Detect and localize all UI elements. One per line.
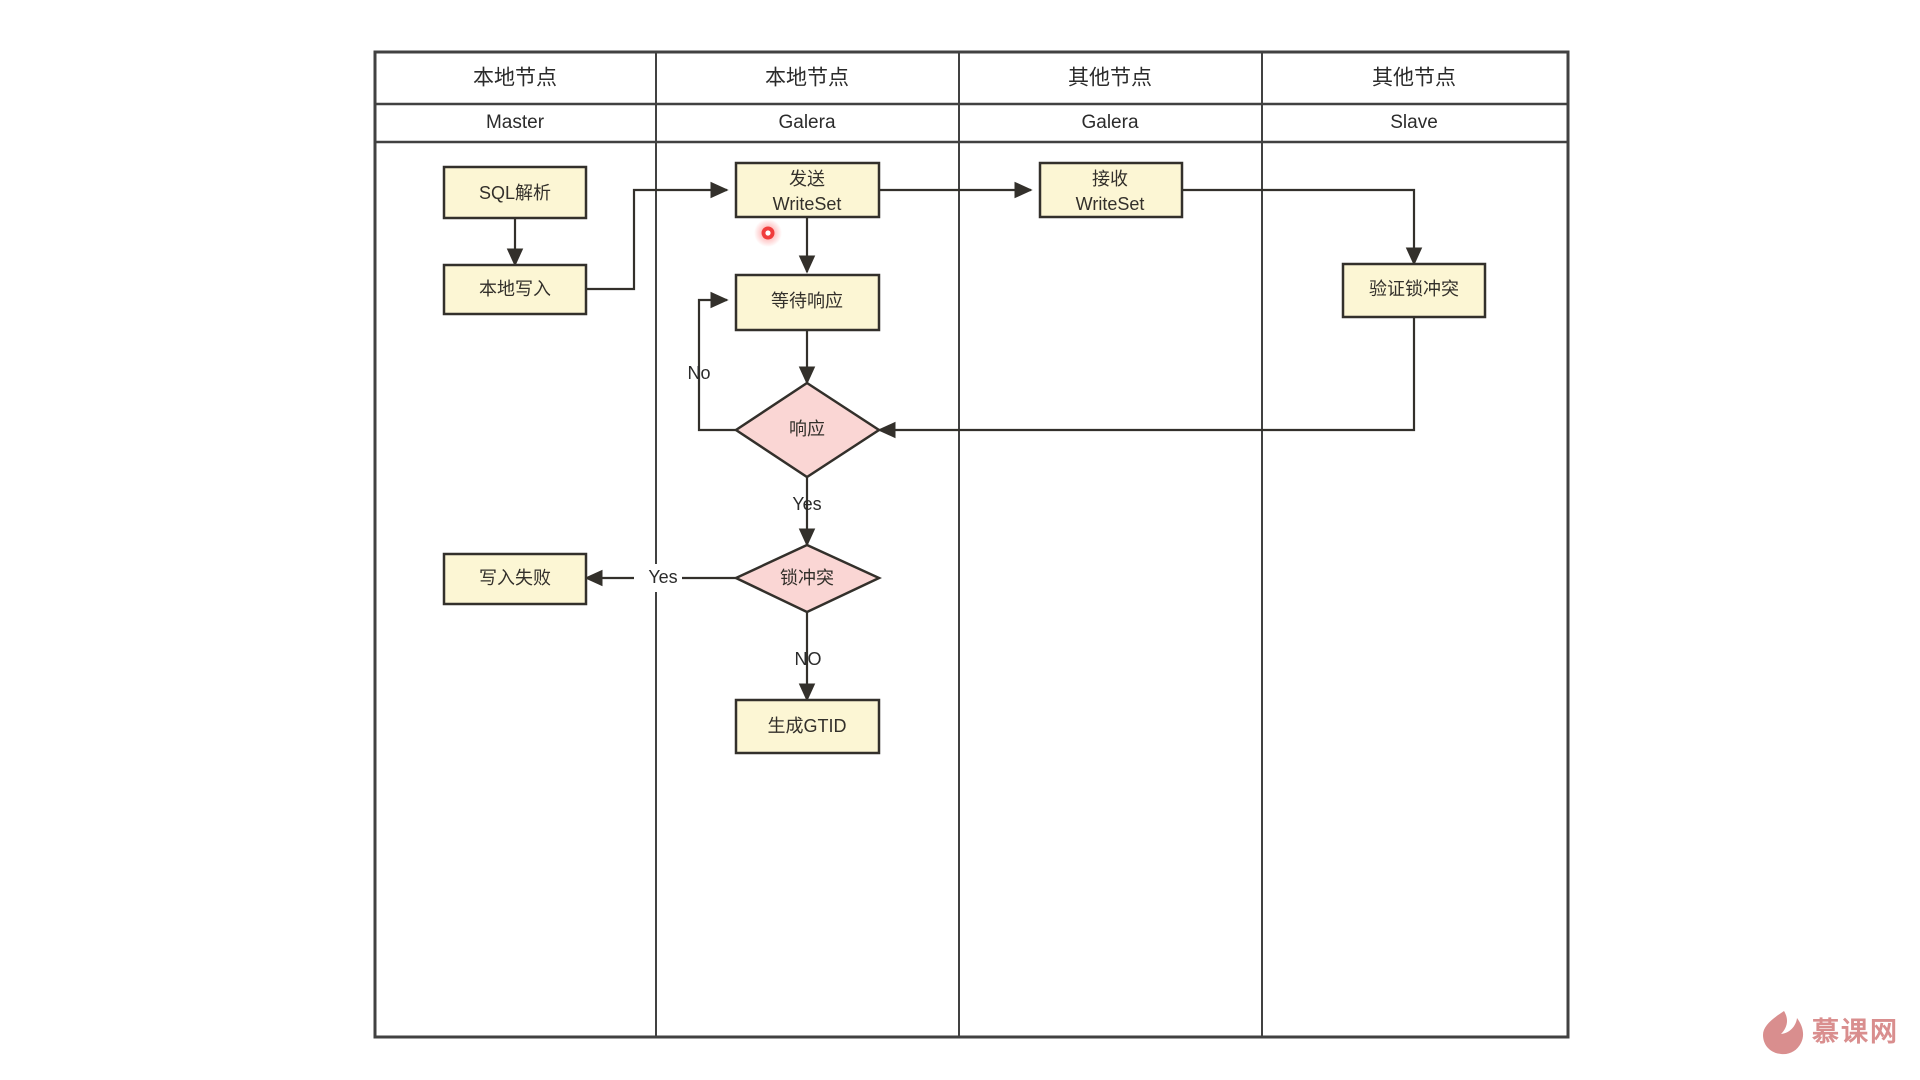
node-verify-lock-label: 验证锁冲突: [1369, 279, 1459, 299]
flame-icon: [1763, 1011, 1804, 1055]
lane-headers: 本地节点 本地节点 其他节点 其他节点 Master Galera Galera…: [473, 67, 1456, 133]
edge-label-yes-conflict: Yes: [648, 567, 677, 587]
swimlane-frame: [373, 50, 1570, 1039]
node-recv-writeset-label-line2: WriteSet: [1076, 194, 1145, 214]
node-send-writeset[interactable]: 发送 WriteSet: [734, 161, 881, 219]
edge-localwrite-to-sendwriteset: [586, 181, 729, 291]
edge-label-no-response: No: [687, 363, 710, 383]
edge-label-group: No Yes Yes NO: [634, 363, 822, 669]
lane-subtitle-0: Master: [486, 112, 545, 133]
flow-edges: loop back to 等待响应 --> 锁冲突 --> 写入失败 --> 生…: [506, 181, 1423, 702]
watermark: 慕课网: [1763, 1011, 1899, 1055]
node-gen-gtid[interactable]: 生成GTID: [734, 698, 881, 755]
lane-subtitle-1: Galera: [778, 112, 835, 133]
node-gen-gtid-label: 生成GTID: [768, 716, 847, 736]
node-send-writeset-label-line2: WriteSet: [773, 194, 842, 214]
node-send-writeset-label-line1: 发送: [789, 169, 825, 189]
node-sql-parse-label: SQL解析: [479, 183, 551, 203]
node-wait-response-label: 等待响应: [771, 291, 843, 311]
node-local-write-label: 本地写入: [479, 279, 551, 299]
edge-label-no-conflict: NO: [795, 649, 822, 669]
lane-title-3: 其他节点: [1372, 67, 1456, 90]
node-write-fail-label: 写入失败: [479, 568, 551, 588]
node-write-fail[interactable]: 写入失败: [442, 552, 588, 606]
cursor-marker: [754, 219, 782, 247]
lane-subtitle-2: Galera: [1081, 112, 1138, 133]
watermark-text: 慕课网: [1812, 1017, 1899, 1047]
edge-label-yes-response: Yes: [792, 494, 821, 514]
edge-verifylock-to-response: [877, 317, 1416, 439]
node-verify-lock[interactable]: 验证锁冲突: [1341, 262, 1487, 319]
lane-title-1: 本地节点: [765, 67, 849, 90]
node-wait-response[interactable]: 等待响应: [734, 273, 881, 332]
node-lock-conflict-decision[interactable]: 锁冲突: [733, 543, 882, 614]
node-recv-writeset[interactable]: 接收 WriteSet: [1038, 161, 1184, 219]
edge-recvwriteset-to-verifylock: [1182, 188, 1423, 266]
node-recv-writeset-label-line1: 接收: [1092, 169, 1128, 189]
lane-subtitle-3: Slave: [1390, 112, 1438, 133]
node-response-decision[interactable]: 响应: [733, 381, 882, 479]
lane-title-0: 本地节点: [473, 67, 557, 90]
node-lock-conflict-label: 锁冲突: [780, 568, 834, 588]
edge-response-no-loop: [697, 291, 736, 432]
lane-title-2: 其他节点: [1068, 67, 1152, 90]
node-response-label: 响应: [789, 419, 825, 439]
node-local-write[interactable]: 本地写入: [442, 263, 588, 316]
node-sql-parse[interactable]: SQL解析: [442, 165, 588, 220]
